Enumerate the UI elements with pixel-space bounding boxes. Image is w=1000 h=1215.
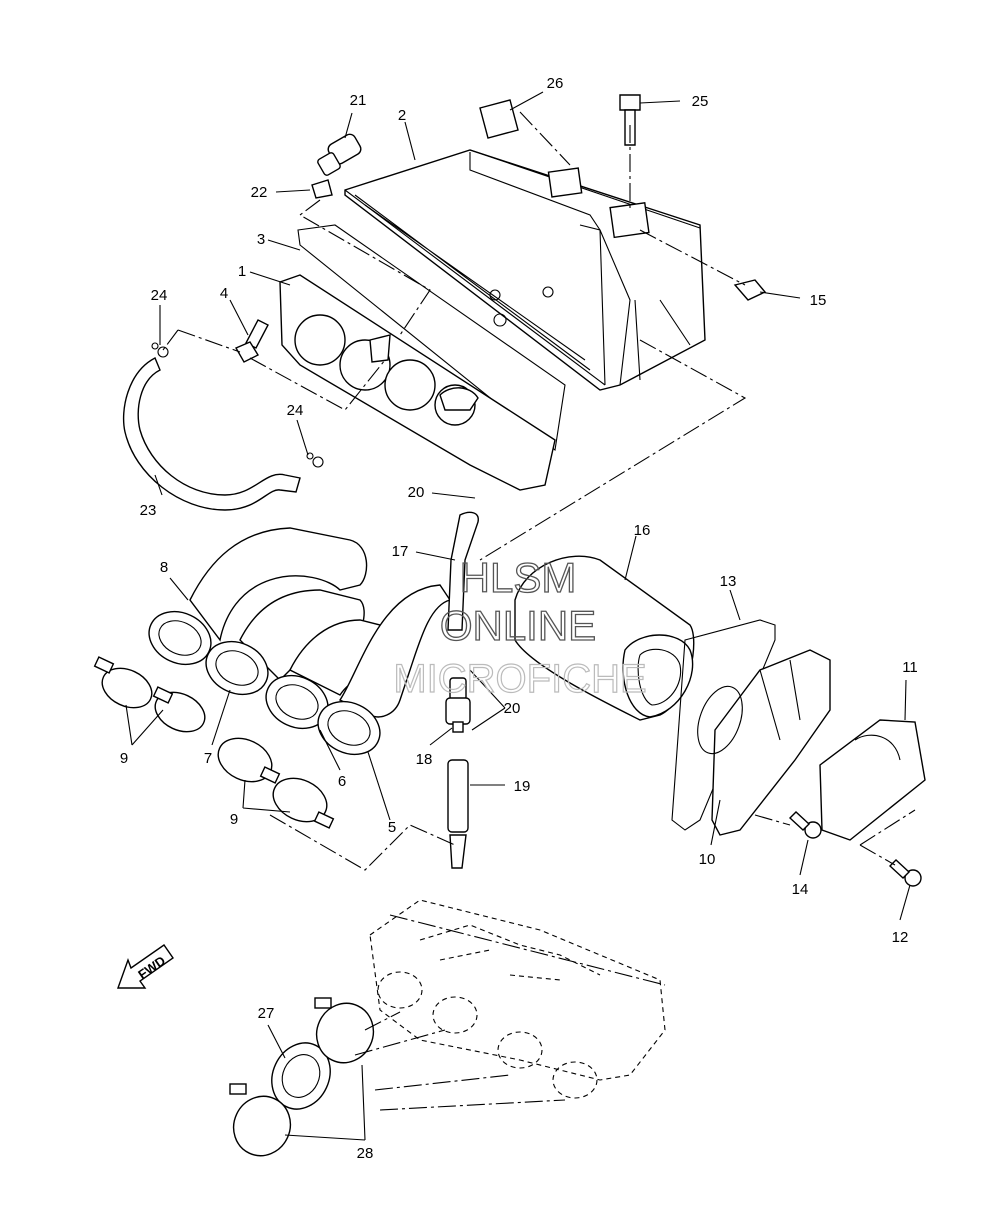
callout-6: 6 [338, 773, 346, 790]
cap-22 [311, 179, 333, 199]
callout-8: 8 [160, 559, 168, 576]
clamp-26 [479, 99, 519, 139]
callout-16: 16 [634, 522, 651, 539]
gasket [297, 224, 566, 452]
leader-lines [125, 91, 911, 1141]
throttle-body-reference [369, 899, 666, 1099]
callout-12: 12 [892, 929, 909, 946]
callouts: 21 2 22 3 1 4 24 24 23 20 17 26 25 15 16… [120, 75, 918, 1162]
part-21 [317, 133, 362, 176]
callout-24b: 24 [287, 402, 304, 419]
air-filter-case [344, 149, 706, 391]
nut-15 [733, 279, 767, 301]
watermark-line-1: HLSM [460, 554, 577, 601]
callout-21: 21 [350, 92, 367, 109]
callout-27: 27 [258, 1005, 275, 1022]
callout-3: 3 [257, 231, 265, 248]
breather-hose [122, 357, 301, 511]
callout-13: 13 [720, 573, 737, 590]
callout-26: 26 [547, 75, 564, 92]
clamps-28 [229, 997, 375, 1157]
callout-24a: 24 [151, 287, 168, 304]
callout-4: 4 [220, 285, 228, 302]
hose-clamps-9 [93, 656, 335, 829]
watermark: HLSM ONLINE MICROFICHE [393, 553, 648, 701]
cover-11 [819, 719, 926, 841]
joint-27 [271, 1042, 331, 1110]
watermark-line-3: MICROFICHE [393, 657, 646, 701]
callout-23: 23 [140, 502, 157, 519]
callout-1: 1 [238, 263, 246, 280]
callout-17: 17 [392, 543, 409, 560]
callout-9b: 9 [230, 811, 238, 828]
clip-24a [151, 342, 169, 358]
fitting-18 [445, 677, 471, 733]
screw-12 [888, 859, 922, 887]
callout-7: 7 [204, 750, 212, 767]
callout-22: 22 [251, 184, 268, 201]
callout-18: 18 [416, 751, 433, 768]
callout-10: 10 [699, 851, 716, 868]
callout-15: 15 [810, 292, 827, 309]
callout-20b: 20 [504, 700, 521, 717]
intake-joint-8 [148, 610, 212, 666]
intake-joint-5 [317, 700, 381, 756]
callout-11: 11 [902, 659, 918, 676]
callout-28: 28 [357, 1145, 374, 1162]
callout-25: 25 [692, 93, 709, 110]
joint-plate [279, 274, 556, 491]
intake-ducts [189, 527, 452, 718]
hose-17 [447, 511, 479, 631]
callout-14: 14 [792, 881, 809, 898]
bolt-4 [235, 319, 269, 363]
hose-19 [447, 759, 469, 869]
callout-2: 2 [398, 107, 406, 124]
intake-joint-7 [205, 640, 269, 696]
chain-lines [162, 111, 916, 1111]
cover-10 [697, 649, 831, 836]
clip-24b [306, 452, 324, 468]
watermark-line-2: ONLINE [440, 602, 596, 649]
forward-arrow-icon: FWD [117, 944, 174, 989]
filter-element [514, 555, 695, 721]
callout-5: 5 [388, 819, 396, 836]
callout-20a: 20 [408, 484, 425, 501]
callout-9a: 9 [120, 750, 128, 767]
callout-19: 19 [514, 778, 531, 795]
screw-14 [788, 811, 822, 839]
